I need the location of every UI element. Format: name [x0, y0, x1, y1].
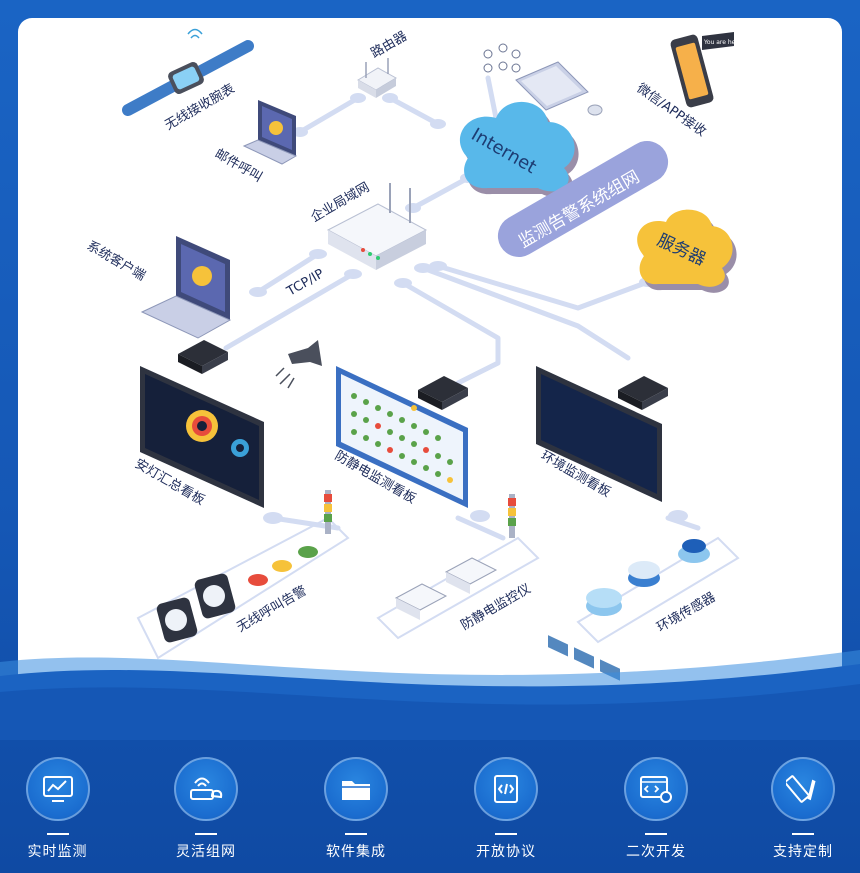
horn-speaker-icon: [275, 340, 322, 389]
label-env-sensor: 环境传感器: [654, 589, 718, 635]
wireless-call-group: [136, 490, 350, 660]
code-gear-icon: [624, 757, 688, 821]
feature-secondary-development: 二次开发: [596, 757, 716, 861]
feature-label: 支持定制: [773, 843, 833, 859]
keyboard-icon: [483, 43, 603, 116]
feature-label: 二次开发: [626, 843, 686, 859]
feature-realtime-monitoring: 实时监测: [0, 757, 115, 861]
label-router: 路由器: [368, 28, 410, 61]
gateway-box-icon: [178, 340, 668, 410]
chart-monitor-icon: [25, 757, 90, 821]
server-cloud-icon: [637, 209, 737, 293]
feature-flexible-network: 灵活组网: [146, 757, 266, 861]
feature-software-integration: 软件集成: [296, 757, 416, 861]
feature-dash: [645, 833, 667, 835]
feature-label: 实时监测: [27, 843, 88, 859]
env-monitoring-board: [536, 366, 662, 681]
diagram-panel: 无线接收腕表 路由器 You are here: [18, 18, 842, 698]
feature-label: 软件集成: [326, 843, 386, 859]
laptop-email-icon: [242, 100, 298, 165]
feature-dash: [345, 833, 367, 835]
network-diagram: 无线接收腕表 路由器 You are here: [84, 28, 742, 681]
phone-screen-text: You are here: [703, 39, 742, 46]
env-sensor-group: [576, 536, 740, 644]
esd-instrument-group: [376, 494, 540, 640]
label-client: 系统客户端: [84, 238, 148, 284]
folder-icon: [324, 757, 388, 821]
light-summary-board: [140, 366, 264, 508]
smartphone-icon: You are here: [670, 32, 742, 108]
router-icon: [357, 58, 397, 98]
feature-dash: [792, 833, 814, 835]
feature-customization: 支持定制: [746, 757, 860, 861]
esd-monitoring-board: [336, 366, 468, 508]
feature-label: 开放协议: [476, 843, 536, 859]
lan-router-icon: [326, 183, 428, 270]
label-wireless-call: 无线呼叫告警: [234, 583, 310, 636]
smartwatch-icon: [122, 28, 254, 116]
feature-label: 灵活组网: [176, 843, 236, 859]
client-laptop-icon: [140, 236, 232, 339]
internet-cloud-icon: [459, 101, 579, 198]
feature-bar: 实时监测 灵活组网 软件集成 开放协议 二次开发 支持定制: [0, 735, 860, 873]
feature-open-protocol: 开放协议: [446, 757, 566, 861]
feature-dash: [495, 833, 517, 835]
feature-dash: [46, 833, 69, 835]
wave-separator: [0, 650, 860, 740]
pencil-ruler-icon: [771, 757, 835, 821]
monitoring-network-pill: [497, 140, 669, 257]
code-file-icon: [474, 757, 538, 821]
feature-dash: [195, 833, 217, 835]
router-network-icon: [174, 757, 238, 821]
